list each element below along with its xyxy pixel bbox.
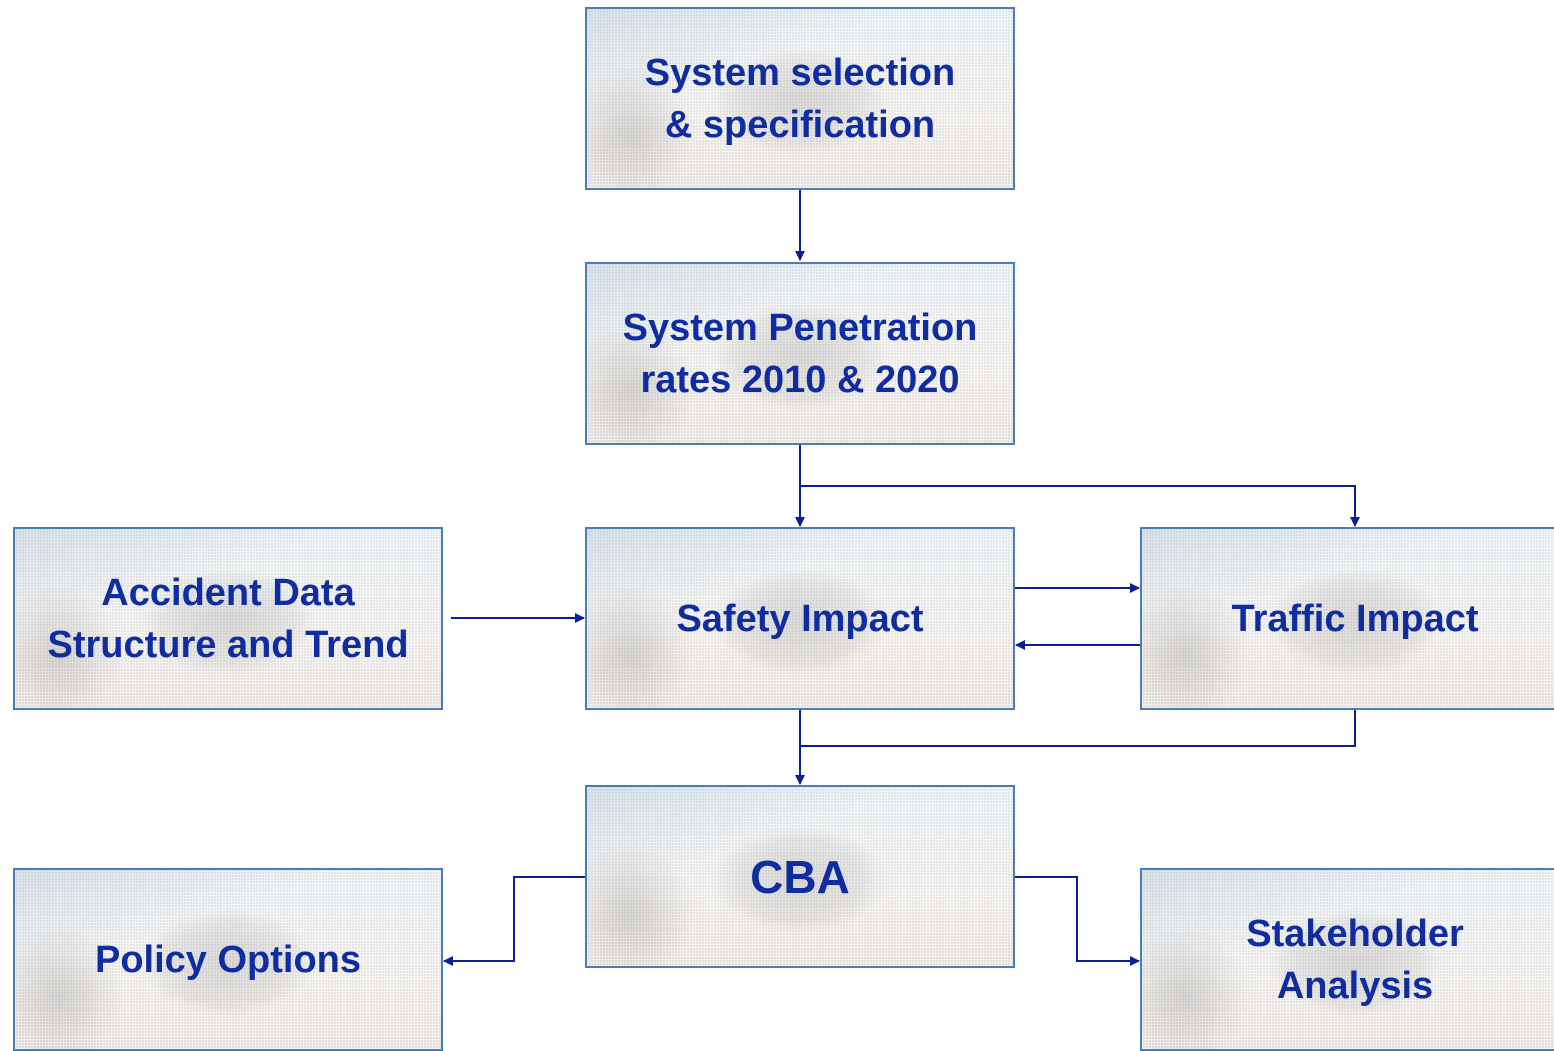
box-traffic-impact: Traffic Impact <box>1140 527 1554 710</box>
box-safety-impact-label: Safety Impact <box>676 597 924 640</box>
box-system-selection: System selection & specification <box>585 7 1015 190</box>
box-system-selection-label: System selection & specification <box>644 51 956 146</box>
arrow-penetration-to-traffic <box>800 485 1360 527</box>
box-traffic-impact-label: Traffic Impact <box>1231 597 1479 640</box>
box-stakeholder-analysis-label: Stakeholder Analysis <box>1246 912 1464 1007</box>
box-safety-impact: Safety Impact <box>585 527 1015 710</box>
box-system-penetration: System Penetration rates 2010 & 2020 <box>585 262 1015 445</box>
arrow-cba-to-policy <box>443 876 585 966</box>
box-policy-options-label: Policy Options <box>94 938 362 981</box>
line-traffic-to-cba <box>800 710 1356 747</box>
box-accident-data: Accident Data Structure and Trend <box>13 527 443 710</box>
box-system-penetration-label: System Penetration rates 2010 & 2020 <box>622 306 978 401</box>
arrow-cba-to-stakeholder <box>1015 876 1140 966</box>
box-cba: CBA <box>585 785 1015 968</box>
box-policy-options: Policy Options <box>13 868 443 1051</box>
box-cba-label: CBA <box>750 850 850 903</box>
box-accident-data-label: Accident Data Structure and Trend <box>47 571 409 666</box>
